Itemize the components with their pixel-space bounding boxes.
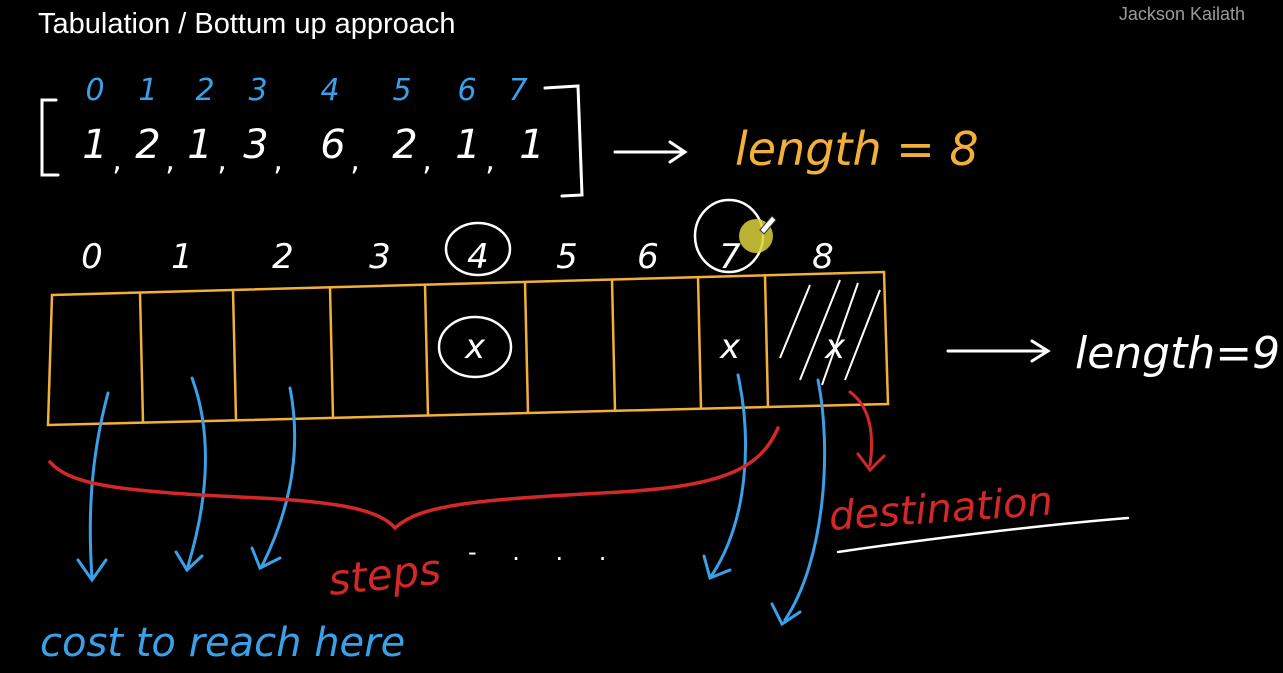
array-index-6: 6 xyxy=(457,73,476,108)
cell-divider xyxy=(696,277,703,409)
array-right-bracket xyxy=(543,84,584,198)
continuation-dots: - . . . xyxy=(468,538,620,566)
array-value: 1 xyxy=(519,122,544,168)
array-value: 3 xyxy=(243,122,268,168)
table-index-6: 6 xyxy=(637,237,659,277)
dp-table xyxy=(46,270,890,427)
destination-underline xyxy=(836,516,1130,554)
array-value: 1 xyxy=(187,122,212,168)
array-value: 2 xyxy=(392,122,417,168)
table-index-5: 5 xyxy=(556,237,578,277)
table-cell-dividers xyxy=(138,275,770,423)
table-index-4: 4 xyxy=(467,237,489,277)
index-4-circle xyxy=(444,221,512,277)
author-watermark: Jackson Kailath xyxy=(1118,4,1245,24)
cell-mark-7: x xyxy=(719,327,741,367)
destination-cell-hatch xyxy=(779,279,881,386)
cell-divider xyxy=(328,287,335,418)
cell-4-circle xyxy=(437,315,513,379)
array-index-3: 3 xyxy=(248,73,267,108)
cell-divider xyxy=(231,289,238,421)
array-index-1: 1 xyxy=(138,73,157,108)
array-separator: , xyxy=(350,143,360,178)
cell-divider xyxy=(763,275,770,408)
arrow-to-length-8 xyxy=(613,140,688,164)
table-index-1: 1 xyxy=(171,237,193,277)
array-value: 1 xyxy=(455,122,480,168)
array-separator: , xyxy=(485,143,495,178)
array-separator: , xyxy=(217,143,227,178)
steps-brace xyxy=(48,426,780,531)
table-index-2: 2 xyxy=(272,237,294,277)
array-index-2: 2 xyxy=(195,73,214,108)
destination-arrow xyxy=(848,390,886,473)
slide-title: Tabulation / Bottum up approach xyxy=(38,8,456,40)
array-value: 1 xyxy=(82,122,107,168)
array-separator: , xyxy=(165,143,175,178)
cell-divider xyxy=(423,284,430,416)
destination-label: destination xyxy=(827,478,1054,540)
array-value: 6 xyxy=(320,122,345,168)
array-index-7: 7 xyxy=(508,73,527,108)
table-index-3: 3 xyxy=(369,237,391,277)
cost-arrows xyxy=(76,373,827,627)
array-length-label: length = 8 xyxy=(735,122,979,176)
array-index-5: 5 xyxy=(392,73,411,108)
table-index-labels: 0 1 2 3 4 5 6 7 8 xyxy=(81,237,834,277)
array-left-bracket xyxy=(40,98,60,177)
array-value-labels: 1,2,1,3,6,2,1,1 xyxy=(82,122,544,178)
array-separator: , xyxy=(273,143,283,178)
steps-label: steps xyxy=(326,544,443,605)
table-length-label: length=9 xyxy=(1075,328,1280,379)
array-index-0: 0 xyxy=(85,73,104,108)
cost-label: cost to reach here xyxy=(40,620,405,666)
array-value: 2 xyxy=(135,122,160,168)
array-separator: , xyxy=(422,143,432,178)
cell-mark-4: x xyxy=(464,327,486,367)
cell-divider xyxy=(610,279,617,411)
arrow-to-length-9 xyxy=(946,339,1051,363)
array-separator: , xyxy=(112,143,122,178)
table-index-7: 7 xyxy=(719,237,741,277)
cell-divider xyxy=(523,281,530,414)
array-index-4: 4 xyxy=(320,73,339,108)
pen-cursor-icon xyxy=(739,215,777,253)
table-outline xyxy=(46,270,890,427)
table-index-8: 8 xyxy=(812,237,834,277)
table-index-0: 0 xyxy=(81,237,103,277)
cell-divider xyxy=(138,292,145,423)
